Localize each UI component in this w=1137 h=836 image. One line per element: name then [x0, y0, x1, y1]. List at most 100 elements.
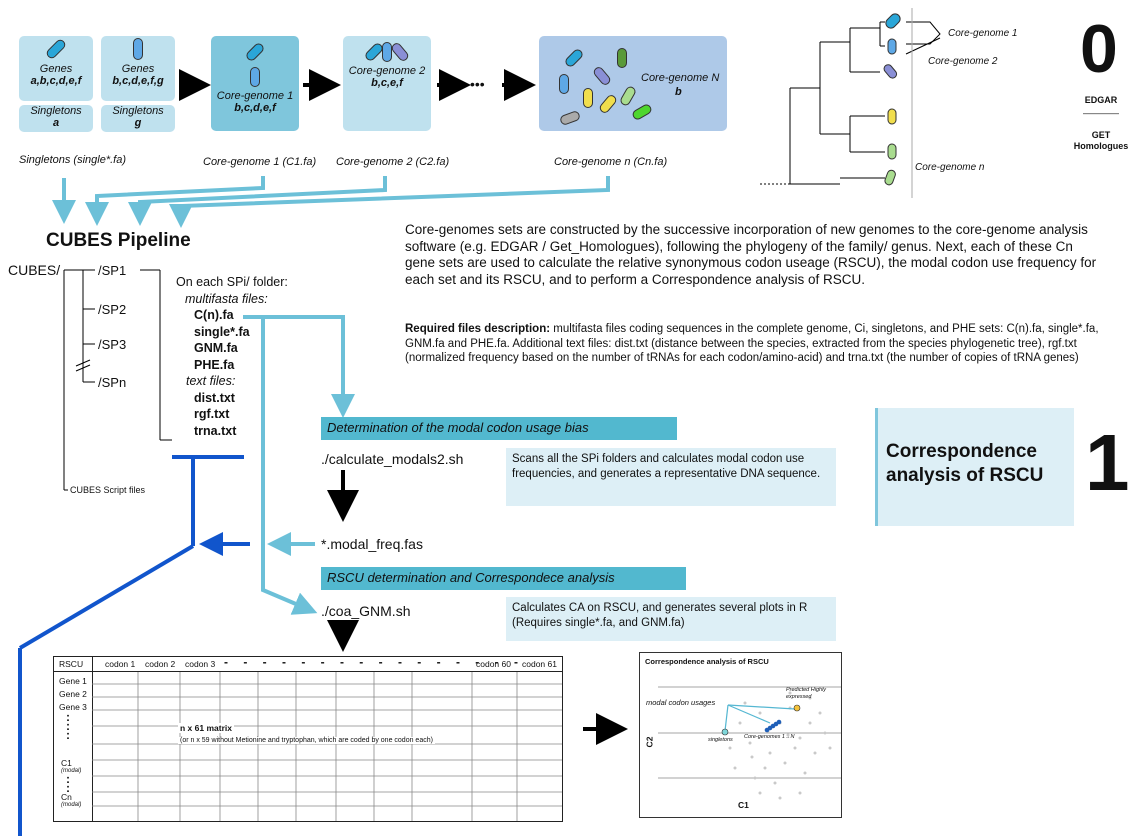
file-dist: dist.txt [194, 390, 235, 405]
text-files-heading: text files: [186, 374, 236, 388]
phylogenetic-tree [760, 8, 941, 198]
gene-icon [597, 93, 619, 115]
gene-icon [618, 84, 638, 108]
required-body: multifasta files coding sequences in the… [405, 323, 1099, 364]
matrix-col-3: codon 3 [185, 659, 216, 669]
core-set: b,c,e,f [371, 77, 403, 89]
plot-ylabel: C2 [644, 736, 655, 748]
matrix-row-3: Gene 3 [59, 702, 87, 712]
caption-c2: Core-genome 2 (C2.fa) [336, 156, 450, 168]
matrix-row-1: Gene 1 [59, 676, 87, 686]
singletons-set: a [52, 117, 60, 129]
core-set: b,c,d,e,f [234, 102, 276, 114]
folder-heading: On each SPi/ folder: [176, 275, 288, 289]
gene-icon [382, 42, 392, 62]
edgar-label: EDGAR [1084, 95, 1118, 105]
core-title: Core-genome N [641, 72, 720, 84]
tree-label-1: Core-genome 1 [948, 28, 1018, 39]
singletons-title: Singletons [112, 105, 164, 117]
core-genome-points [764, 719, 782, 733]
file-cn: C(n).fa [194, 308, 234, 322]
gene-icon [389, 41, 411, 63]
singletons-point [721, 728, 729, 736]
get-homologues-label: GET Homologues [1073, 130, 1129, 151]
singletons-set: g [134, 117, 142, 129]
singletons-title: Singletons [30, 105, 82, 117]
ca-plot: Correspondence analysis of RSCU [639, 652, 842, 818]
gene-icon [244, 41, 266, 63]
matrix-grid [92, 672, 562, 821]
gene-icon [884, 169, 896, 186]
step-0-number: 0 [1080, 11, 1118, 87]
matrix-col-2: codon 2 [145, 659, 176, 669]
gene-icon [630, 102, 654, 122]
genes-title: Genes [121, 63, 155, 75]
matrix-row-cn-sub: (modal) [61, 802, 82, 808]
intro-text: Core-genomes sets are constructed by the… [405, 222, 1097, 287]
file-rgf: rgf.txt [194, 407, 230, 421]
gene-icon [563, 47, 585, 69]
gene-icon [583, 88, 593, 108]
core-title: Core-genome 2 [348, 65, 426, 77]
matrix-col-dashes: - - - - - - - - - - - - - - - - [224, 655, 524, 669]
genes-title: Genes [39, 63, 73, 75]
section-1-title: Correspondence analysis of RSCU [886, 441, 1044, 486]
script-calculate-modals: ./calculate_modals2.sh [321, 451, 464, 467]
matrix-col-61: codon 61 [522, 659, 557, 669]
script-files-label: CUBES Script files [70, 485, 146, 495]
matrix-corner: RSCU [59, 659, 84, 669]
gene-icon [883, 64, 898, 79]
plot-title: Correspondence analysis of RSCU [645, 657, 769, 666]
matrix-row-divider [92, 657, 93, 821]
gene-icon [559, 74, 569, 94]
gene-icon [250, 67, 260, 87]
matrix-label: n x 61 matrix [178, 723, 234, 733]
matrix-row-dots: :: [66, 772, 70, 795]
file-trna: trna.txt [194, 423, 237, 438]
matrix-row-c1: C1 [61, 758, 72, 768]
matrix-header-divider [54, 671, 562, 672]
genes-set: a,b,c,d,e,f [30, 75, 82, 87]
predicted-point [793, 704, 801, 712]
section-1-number: 1 [1085, 418, 1130, 507]
required-files-text: Required files description: multifasta f… [405, 322, 1127, 366]
step-modal-title: Determination of the modal codon usage b… [321, 417, 677, 440]
gene-icon [133, 38, 143, 60]
script-coa-gnm: ./coa_GNM.sh [321, 603, 411, 619]
gene-icon [887, 108, 897, 125]
pipeline-title: CUBES Pipeline [46, 230, 191, 251]
genes-box-2: Genes b,c,d,e,f,g [101, 36, 175, 101]
core-genome-2-box: Core-genome 2 b,c,e,f [343, 36, 431, 131]
desc-coa-gnm: Calculates CA on RSCU, and generates sev… [506, 597, 836, 641]
step-rscu-title: RSCU determination and Correspondece ana… [321, 567, 686, 590]
gene-icon [887, 143, 897, 160]
singletons-box-2: Singletons g [101, 105, 175, 132]
gene-icon [591, 65, 613, 87]
file-phe: PHE.fa [194, 357, 235, 372]
file-gnm: GNM.fa [194, 341, 238, 355]
caption-singletons: Singletons (single*.fa) [19, 154, 127, 166]
core-title: Core-genome 1 [216, 90, 294, 102]
gene-cluster [557, 44, 657, 128]
multifasta-heading: multifasta files: [185, 291, 268, 306]
output-modal-freq: *.modal_freq.fas [321, 536, 423, 552]
section-1-panel: Correspondence analysis of RSCU [875, 408, 1074, 526]
tool-separator: ———— [1083, 108, 1119, 118]
folder-sp2: /SP2 [98, 302, 127, 317]
desc-calculate-modals: Scans all the SPi folders and calculates… [506, 448, 836, 506]
folder-spn: /SPn [98, 375, 127, 390]
gene-icon [558, 109, 582, 127]
core-set: b [675, 86, 682, 98]
core-genome-n-box: Core-genome N b [539, 36, 727, 131]
required-head: Required files description: [405, 323, 551, 335]
matrix-row-c1-sub: (modal) [61, 768, 82, 774]
plot-xlabel: C1 [738, 800, 749, 810]
caption-cn: Core-genome n (Cn.fa) [554, 156, 668, 168]
gene-icon [887, 38, 897, 55]
matrix-row-dots: ::: [66, 710, 70, 742]
matrix-col-1: codon 1 [105, 659, 136, 669]
rscu-matrix: RSCU codon 1 codon 2 codon 3 - - - - - -… [53, 655, 563, 822]
ann-modal: modal codon usages [646, 698, 716, 707]
genes-set: b,c,d,e,f,g [112, 75, 164, 87]
